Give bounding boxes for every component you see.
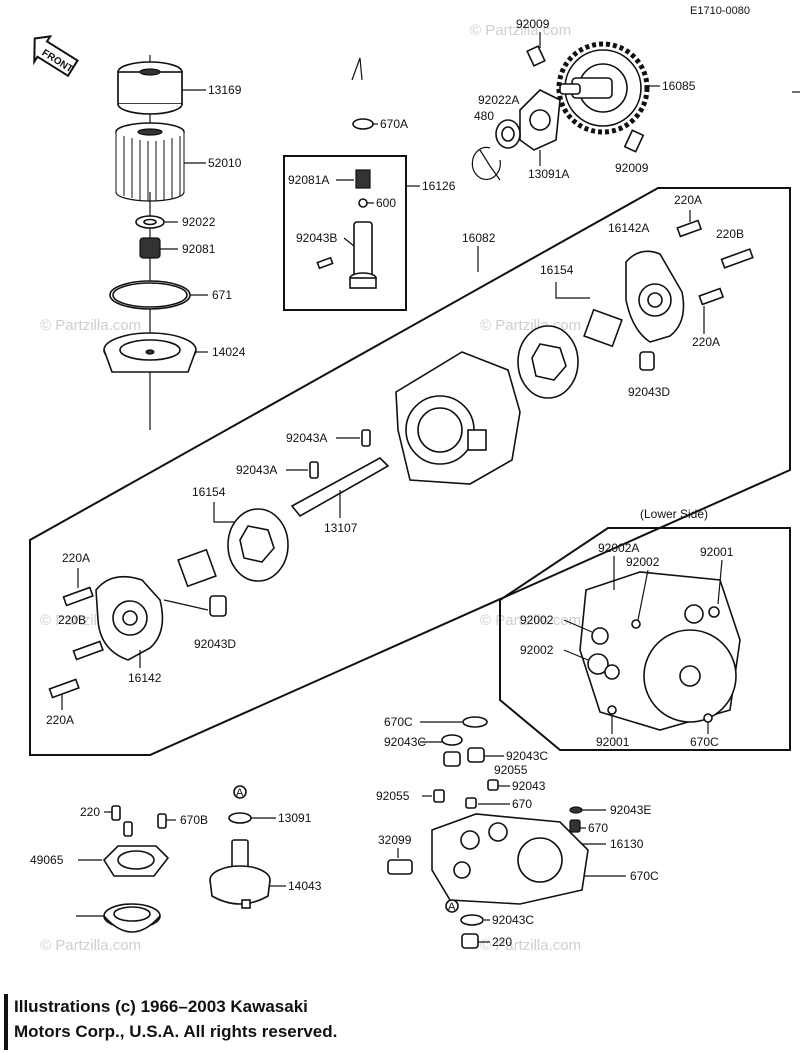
watermark: © Partzilla.com: [40, 317, 141, 334]
lower-side-label: (Lower Side): [640, 507, 708, 521]
filter-assembly: [103, 55, 197, 430]
part-label: 220: [492, 935, 512, 949]
part-label: 16154: [192, 485, 226, 499]
part-label: 16082: [462, 231, 496, 245]
part-label: 600: [376, 196, 396, 210]
pump-body: [395, 351, 521, 485]
part-label: 16085: [662, 79, 696, 93]
part-label: 92001: [700, 545, 734, 559]
part-label: 670: [588, 821, 608, 835]
shaft-group: 92043A 92043A 13107: [236, 429, 390, 535]
part-label: 92009: [516, 17, 550, 31]
watermark: © Partzilla.com: [480, 612, 581, 629]
part-label: 92022A: [478, 93, 519, 107]
bottom-left-group: 220 670B 49065: [30, 805, 208, 933]
part-label: 670C: [630, 869, 659, 883]
part-label: 220A: [674, 193, 702, 207]
copyright-line-2: Motors Corp., U.S.A. All rights reserved…: [14, 1022, 338, 1041]
lower-side-box: (Lower Side) 92002A 92001 92002 92002 92…: [499, 507, 791, 751]
part-label: 92055: [494, 763, 528, 777]
part-label: 220B: [58, 613, 86, 627]
part-label: 16126: [422, 179, 456, 193]
part-label: 14024: [212, 345, 246, 359]
copyright-line-1: Illustrations (c) 1966–2003 Kawasaki: [14, 997, 308, 1016]
watermarks: © Partzilla.com © Partzilla.com © Partzi…: [40, 22, 581, 954]
part-label: 13107: [324, 521, 358, 535]
pump-assembly-frame: 16082: [29, 187, 791, 756]
watermark: © Partzilla.com: [480, 937, 581, 954]
part-label: 92043C: [492, 913, 534, 927]
part-label: 670B: [180, 813, 208, 827]
part-label: 670C: [384, 715, 413, 729]
part-label: 92002: [626, 555, 660, 569]
pump-cover-left: 220A 220B 220A 16142 92043D: [46, 551, 236, 727]
leader-line: [343, 237, 355, 247]
part-label: 670: [512, 797, 532, 811]
part-label: 92002A: [598, 541, 639, 555]
part-label: 92002: [520, 613, 554, 627]
callout-a: A: [448, 901, 456, 913]
part-label: 13091: [278, 811, 312, 825]
part-label: 92043D: [628, 385, 670, 399]
left-rotor: 16154: [177, 485, 289, 588]
part-label: 49065: [30, 853, 64, 867]
pump-cover-right: 220A 220B 220A 16142A 16154 92043D: [517, 193, 754, 399]
part-label: 14043: [288, 879, 322, 893]
part-label: 220A: [62, 551, 90, 565]
part-label: 16142A: [608, 221, 649, 235]
part-label: 92002: [520, 643, 554, 657]
part-label: 220B: [716, 227, 744, 241]
part-label: 220A: [692, 335, 720, 349]
part-label: 92043D: [194, 637, 236, 651]
part-label: 92043A: [286, 431, 327, 445]
part-label: 92022: [182, 215, 216, 229]
part-label: 13169: [208, 83, 242, 97]
drive-gear-group: 92009 16085 92009 13091A 92022A 480: [471, 17, 696, 181]
watermark: © Partzilla.com: [40, 937, 141, 954]
part-label: 220A: [46, 713, 74, 727]
part-label: 92043B: [296, 231, 337, 245]
part-label: 92043A: [236, 463, 277, 477]
lower-pump-housing: 670C 92043C 92043C 92055 92043 92055 670…: [376, 715, 659, 949]
callout-a: A: [236, 787, 244, 799]
part-label: 92055: [376, 789, 410, 803]
watermark: © Partzilla.com: [470, 22, 571, 39]
part-label: 92001: [596, 735, 630, 749]
part-label: 220: [80, 805, 100, 819]
part-label: 670A: [380, 117, 408, 131]
filter-labels: 13169 52010 92022 92081 671 14024: [160, 83, 246, 359]
relief-valve-group: 670A 16126 92081A 600 92043B: [283, 57, 456, 311]
part-label: 92043C: [384, 735, 426, 749]
part-label: 670C: [690, 735, 719, 749]
watermark: © Partzilla.com: [480, 317, 581, 334]
drive-shaft-group: A 13091 14043: [209, 785, 322, 909]
front-arrow: FRONT: [33, 35, 79, 78]
copyright-footer: Illustrations (c) 1966–2003 Kawasaki Mot…: [4, 994, 796, 1050]
part-label: 16154: [540, 263, 574, 277]
part-label: 92043E: [610, 803, 651, 817]
part-label: 16142: [128, 671, 162, 685]
diagram-code: E1710-0080: [690, 5, 750, 17]
part-label: 480: [474, 109, 494, 123]
part-label: 92043: [512, 779, 546, 793]
part-label: 671: [212, 288, 232, 302]
part-label: 92043C: [506, 749, 548, 763]
part-label: 92081A: [288, 173, 329, 187]
part-label: 52010: [208, 156, 242, 170]
part-label: 32099: [378, 833, 412, 847]
part-label: 13091A: [528, 167, 569, 181]
part-label: 92009: [615, 161, 649, 175]
part-label: 16130: [610, 837, 644, 851]
part-label: 92081: [182, 242, 216, 256]
